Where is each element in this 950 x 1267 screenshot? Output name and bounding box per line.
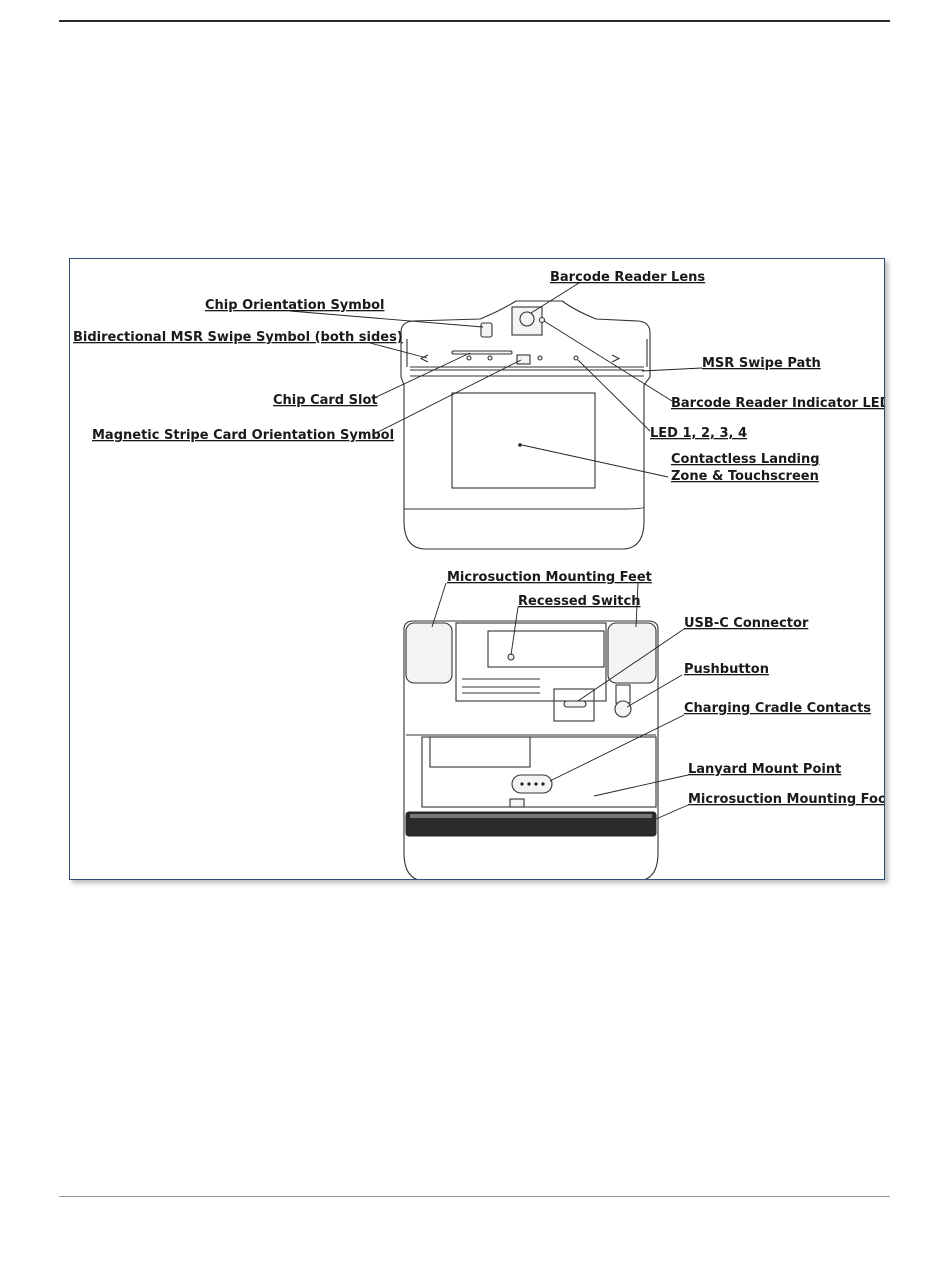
pushbutton <box>614 700 632 718</box>
microsuction-foot-right <box>607 622 657 684</box>
front-housing <box>400 300 651 550</box>
touchscreen <box>451 392 596 489</box>
pushbutton-guard <box>615 684 631 704</box>
label-chip-card-slot: Chip Card Slot <box>273 393 378 408</box>
label-lanyard-mount-point: Lanyard Mount Point <box>688 762 841 777</box>
led-4 <box>573 355 579 361</box>
led-2 <box>487 355 493 361</box>
back-housing <box>403 620 659 879</box>
device-diagram-figure: Barcode Reader Lens Chip Orientation Sym… <box>69 258 885 880</box>
label-barcode-reader-lens: Barcode Reader Lens <box>550 270 705 285</box>
microsuction-foot-left <box>405 622 453 684</box>
label-led-1-2-3-4: LED 1, 2, 3, 4 <box>650 426 747 441</box>
usb-c-connector <box>563 700 587 708</box>
back-view <box>403 620 659 879</box>
magnetic-stripe-orientation-symbol <box>516 354 531 365</box>
callout-labels: Barcode Reader Lens Chip Orientation Sym… <box>73 270 885 807</box>
barcode-reader-indicator-led <box>538 316 546 324</box>
label-chip-orientation-symbol: Chip Orientation Symbol <box>205 298 385 313</box>
lanyard-mount-point <box>509 798 525 808</box>
label-microsuction-mounting-foot: Microsuction Mounting Foot <box>688 792 885 807</box>
label-contactless-landing-line2: Zone & Touchscreen <box>671 469 819 484</box>
leader-lines <box>289 282 703 820</box>
label-microsuction-mounting-feet: Microsuction Mounting Feet <box>447 570 652 585</box>
front-view <box>400 300 651 550</box>
label-charging-cradle-contacts: Charging Cradle Contacts <box>684 701 871 716</box>
footer-rule <box>59 1196 890 1197</box>
label-plate <box>455 622 607 702</box>
label-usb-c-connector: USB-C Connector <box>684 616 809 631</box>
led-3 <box>537 355 543 361</box>
label-pushbutton: Pushbutton <box>684 662 769 677</box>
label-contactless-landing-line1: Contactless Landing <box>671 452 820 467</box>
label-msr-swipe-path: MSR Swipe Path <box>702 356 821 371</box>
chip-card-slot <box>451 350 513 355</box>
header-rule <box>59 20 890 22</box>
usb-c-housing <box>553 688 595 722</box>
charging-cradle-contacts <box>511 774 553 794</box>
label-bidirectional-msr-swipe-symbol: Bidirectional MSR Swipe Symbol (both sid… <box>73 330 403 345</box>
msr-swipe-symbol-left <box>419 354 429 363</box>
chip-orientation-symbol <box>480 322 493 338</box>
label-magnetic-stripe-orientation-symbol: Magnetic Stripe Card Orientation Symbol <box>92 428 394 443</box>
label-barcode-reader-indicator-led: Barcode Reader Indicator LED <box>671 396 885 411</box>
device-diagram: Barcode Reader Lens Chip Orientation Sym… <box>73 270 885 879</box>
msr-swipe-symbol-right <box>611 354 621 363</box>
label-recessed-switch: Recessed Switch <box>518 594 640 609</box>
led-1 <box>466 355 472 361</box>
